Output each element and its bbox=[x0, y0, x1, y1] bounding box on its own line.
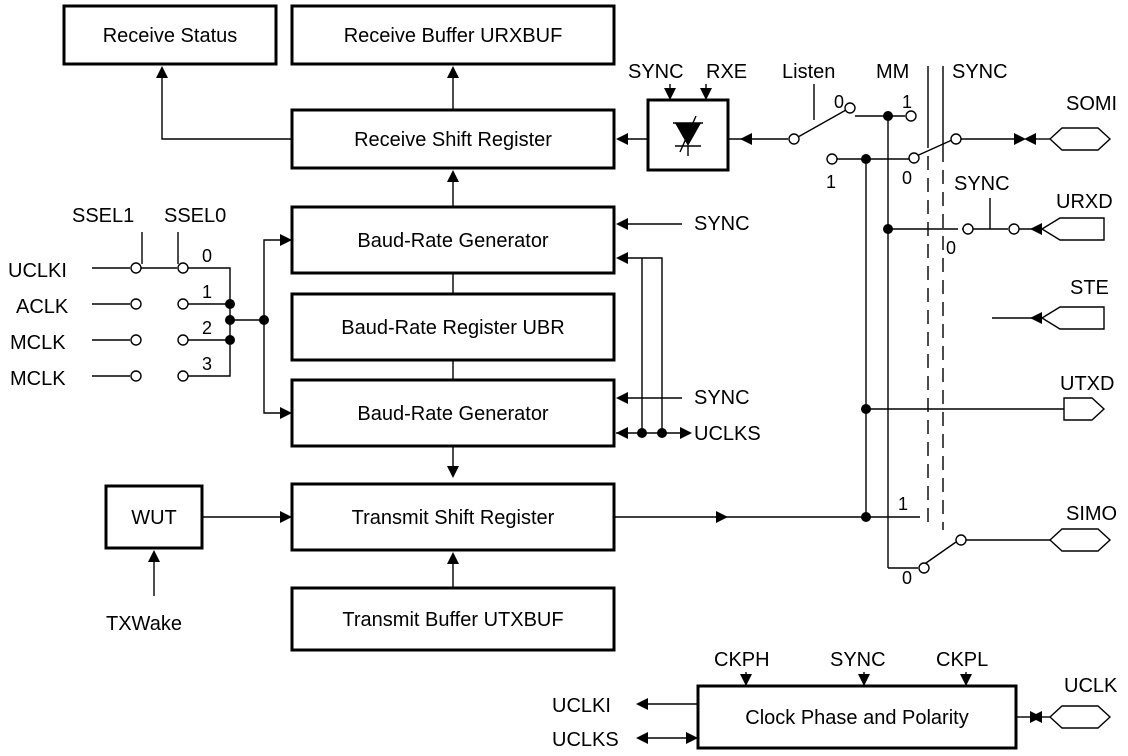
clock-phase-io: CKPH SYNC CKPL UCLKI UCLKS UCLK bbox=[552, 649, 1118, 751]
baud-side-signals: SYNC SYNC UCLKS bbox=[616, 213, 761, 445]
listen-pos-1: 1 bbox=[826, 172, 836, 192]
arrow-gate-to-shift bbox=[616, 133, 628, 145]
urxd-pos-0: 0 bbox=[946, 238, 956, 258]
transmit-buffer-label: Transmit Buffer UTXBUF bbox=[342, 609, 563, 631]
sel-pos-2: 2 bbox=[202, 318, 212, 338]
transmit-shift-register-block: Transmit Shift Register bbox=[290, 482, 616, 552]
arrow-to-receive-buffer bbox=[447, 66, 459, 78]
ckpl-label: CKPL bbox=[936, 649, 988, 671]
baud-rate-generator-bottom-block: Baud-Rate Generator bbox=[290, 378, 616, 448]
aclk-label: ACLK bbox=[16, 296, 69, 318]
baud-rate-register-label: Baud-Rate Register UBR bbox=[341, 317, 564, 339]
baud-rate-generator-top-block: Baud-Rate Generator bbox=[290, 205, 616, 275]
gate-controls: SYNC RXE bbox=[628, 61, 747, 100]
uclks-label: UCLKS bbox=[694, 423, 761, 445]
mode-switches: Listen 0 1 1 0 MM SYNC SOMI bbox=[728, 61, 1117, 568]
uclk-pin bbox=[1048, 705, 1112, 729]
sync-urxd-label: SYNC bbox=[954, 173, 1010, 195]
mm-label: MM bbox=[876, 61, 909, 83]
arrow-to-receive-status bbox=[156, 66, 168, 78]
sync-baud-top-label: SYNC bbox=[694, 213, 750, 235]
arrow-clock-to-baud-bottom bbox=[280, 407, 292, 419]
arrow-to-receive-shift bbox=[447, 170, 459, 182]
receive-gate bbox=[646, 98, 730, 172]
transmit-shift-register-label: Transmit Shift Register bbox=[352, 507, 555, 529]
receive-status-label: Receive Status bbox=[103, 25, 238, 47]
clock-select-mux: SSEL1 SSEL0 UCLKI ACLK MCLK MCLK 0 1 2 3 bbox=[8, 205, 292, 419]
ste-label: STE bbox=[1070, 277, 1109, 299]
simo-path: 1 0 SIMO bbox=[614, 494, 1117, 588]
internal-connections bbox=[148, 66, 648, 596]
arrow-to-transmit-shift bbox=[447, 466, 459, 478]
mclk-label-b: MCLK bbox=[10, 368, 66, 390]
sel-pos-3: 3 bbox=[202, 354, 212, 374]
ckph-label: CKPH bbox=[714, 649, 770, 671]
somi-label: SOMI bbox=[1066, 93, 1117, 115]
utxd-pin bbox=[1063, 397, 1106, 421]
uclks-output-label: UCLKS bbox=[552, 729, 619, 751]
mclk-label-a: MCLK bbox=[10, 332, 66, 354]
receive-status-block: Receive Status bbox=[62, 4, 278, 66]
simo-pos-0: 0 bbox=[902, 568, 912, 588]
utxd-path: UTXD bbox=[861, 373, 1114, 421]
receive-buffer-block: Receive Buffer URXBUF bbox=[290, 4, 616, 66]
ste-path: STE bbox=[992, 277, 1109, 330]
listen-label: Listen bbox=[782, 61, 835, 83]
rxe-label: RXE bbox=[706, 61, 747, 83]
urxd-path: 0 SYNC URXD bbox=[883, 173, 1113, 258]
clock-phase-polarity-block: Clock Phase and Polarity bbox=[696, 684, 1018, 750]
ste-pin bbox=[1040, 306, 1105, 330]
utxd-label: UTXD bbox=[1060, 373, 1114, 395]
arrow-buffer-to-shift bbox=[447, 552, 459, 564]
ssel1-label: SSEL1 bbox=[72, 205, 134, 227]
uclk-label: UCLK bbox=[1064, 675, 1118, 697]
baud-rate-generator-top-label: Baud-Rate Generator bbox=[357, 230, 549, 252]
arrow-txwake-to-wut bbox=[148, 550, 160, 562]
receive-shift-register-label: Receive Shift Register bbox=[354, 129, 552, 151]
txwake-label: TXWake bbox=[106, 613, 182, 635]
sel-pos-1: 1 bbox=[202, 282, 212, 302]
urxd-label: URXD bbox=[1056, 191, 1113, 213]
urxd-pin bbox=[1040, 217, 1105, 241]
sync-mm-label: SYNC bbox=[952, 61, 1008, 83]
somi-pin bbox=[1048, 127, 1112, 151]
arrow-wut-to-shift bbox=[280, 511, 292, 523]
clock-phase-polarity-label: Clock Phase and Polarity bbox=[745, 707, 968, 729]
sync-gate-label: SYNC bbox=[628, 61, 684, 83]
receive-buffer-label: Receive Buffer URXBUF bbox=[344, 25, 563, 47]
sel-pos-0: 0 bbox=[202, 246, 212, 266]
wut-block: WUT bbox=[104, 484, 204, 550]
sync-clk-label: SYNC bbox=[830, 649, 886, 671]
baud-rate-register-block: Baud-Rate Register UBR bbox=[290, 292, 616, 362]
ssel0-label: SSEL0 bbox=[164, 205, 226, 227]
simo-pos-1: 1 bbox=[898, 494, 908, 514]
simo-label: SIMO bbox=[1066, 503, 1117, 525]
transmit-buffer-block: Transmit Buffer UTXBUF bbox=[290, 586, 616, 652]
mm-pos-0: 0 bbox=[902, 168, 912, 188]
wut-label: WUT bbox=[131, 507, 177, 529]
uclki-input-label: UCLKI bbox=[8, 260, 67, 282]
uclki-output-label: UCLKI bbox=[552, 695, 611, 717]
baud-rate-generator-bottom-label: Baud-Rate Generator bbox=[357, 403, 549, 425]
arrow-clock-to-baud-top bbox=[280, 234, 292, 246]
listen-pos-0: 0 bbox=[834, 92, 844, 112]
receive-shift-register-block: Receive Shift Register bbox=[290, 108, 616, 170]
mm-pos-1: 1 bbox=[902, 92, 912, 112]
simo-pin bbox=[1048, 528, 1112, 552]
sync-baud-bottom-label: SYNC bbox=[694, 387, 750, 409]
